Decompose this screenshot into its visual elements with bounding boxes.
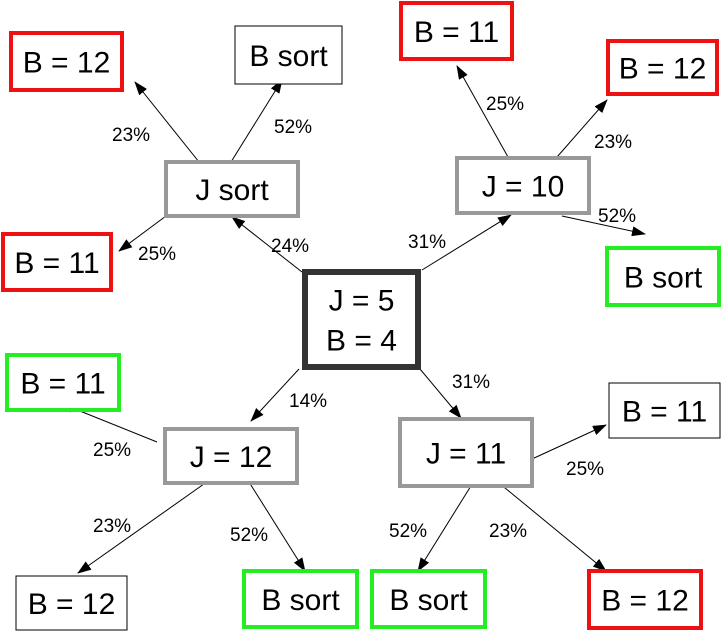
node-box-j10-b12 [606, 39, 719, 96]
edge-label-j12-b11: 25% [93, 440, 131, 461]
edge-arrow-j10-b12 [556, 99, 608, 158]
node-box-j10-bsort [605, 246, 721, 307]
node-j-10: J = 10 [455, 156, 591, 215]
node-box-j-10 [455, 156, 591, 215]
node-j11-b11: B = 11 [608, 382, 721, 439]
edge-label-j10-b12: 23% [594, 132, 632, 153]
node-text-j12-b12-0: B = 12 [28, 588, 116, 621]
node-box-jsort-bsort [234, 25, 343, 85]
node-text-j11-bsort-0: B sort [389, 584, 468, 617]
edge-labels-layer: 24% 31% 14% 31% 23% 52% 25% 25% 23% 52% 25% 23% 52% 2… [93, 94, 636, 546]
node-box-j-11 [398, 417, 534, 488]
node-text-jsort-bsort-0: B sort [249, 40, 328, 73]
node-box-j-sort [164, 160, 300, 218]
node-box-jsort-b12 [9, 31, 124, 92]
edge-label-jsort-b12: 23% [112, 125, 150, 146]
edge-arrow-j12-bsort [248, 481, 306, 572]
node-text-jsort-b12-0: B = 12 [23, 47, 111, 80]
edge-arrow-root-j12 [250, 368, 300, 422]
edge-arrow-root-j10 [421, 214, 512, 271]
node-text-j11-b11-0: B = 11 [622, 396, 707, 429]
node-j-sort: J sort [164, 160, 300, 218]
node-box-j10-b11 [399, 1, 514, 61]
edges-layer [59, 65, 646, 574]
node-box-j-12 [163, 427, 299, 485]
edge-label-root-jsort: 24% [271, 236, 309, 257]
edge-label-j10-b11: 25% [486, 94, 524, 115]
node-text-root-0: J = 5 [329, 285, 395, 318]
edge-label-jsort-bsort: 52% [274, 117, 312, 138]
node-box-root [302, 269, 421, 370]
edge-label-j12-b12: 23% [93, 516, 131, 537]
edge-arrow-root-j11 [419, 368, 462, 419]
edge-label-j11-b11: 25% [566, 459, 604, 480]
edge-label-j11-bsort: 52% [389, 521, 427, 542]
edge-label-j11-b12: 23% [489, 521, 527, 542]
edge-arrow-j11-bsort [417, 480, 475, 572]
node-j12-b12: B = 12 [15, 575, 128, 631]
node-box-j12-b11 [5, 353, 121, 412]
node-text-j-12-0: J = 12 [190, 441, 273, 474]
edge-label-root-j11: 31% [452, 372, 490, 393]
edge-arrow-root-jsort [231, 216, 303, 273]
node-box-j11-bsort [370, 569, 487, 629]
edge-label-j10-bsort: 52% [598, 206, 636, 227]
node-j12-b11: B = 11 [5, 353, 121, 412]
node-j11-b12: B = 12 [587, 569, 703, 630]
node-box-j12-bsort [242, 569, 359, 629]
node-text-j-11-0: J = 11 [426, 438, 506, 471]
node-box-j11-b11 [608, 382, 721, 439]
edge-arrow-jsort-b12 [134, 81, 200, 163]
node-j-11: J = 11 [398, 417, 534, 488]
node-box-jsort-b11 [1, 232, 113, 292]
node-j11-bsort: B sort [370, 569, 487, 629]
edge-arrow-j11-b11 [531, 424, 607, 460]
node-text-j-10-0: J = 10 [482, 171, 565, 204]
node-j10-b11: B = 11 [399, 1, 514, 61]
edge-arrow-j10-b11 [456, 65, 509, 158]
node-jsort-bsort: B sort [234, 25, 343, 85]
node-text-j10-bsort-0: B sort [624, 262, 703, 295]
edge-arrow-j10-bsort [561, 215, 646, 237]
node-text-j10-b11-0: B = 11 [414, 16, 499, 49]
edge-label-root-j10: 31% [408, 232, 446, 253]
node-box-j12-b12 [15, 575, 128, 631]
edge-arrow-jsort-b11 [118, 215, 167, 252]
edge-label-jsort-b11: 25% [138, 244, 176, 265]
edge-label-root-j12: 14% [289, 391, 327, 412]
node-text-j-sort-0: J sort [195, 174, 269, 207]
node-box-j11-b12 [587, 569, 703, 630]
node-j10-bsort: B sort [605, 246, 721, 307]
node-text-j12-b11-0: B = 11 [20, 368, 105, 401]
node-text-j12-bsort-0: B sort [261, 584, 340, 617]
edge-arrow-j11-b12 [498, 482, 607, 572]
edge-arrow-jsort-bsort [230, 79, 283, 163]
node-text-jsort-b11-0: B = 11 [14, 247, 99, 280]
node-text-j11-b12-0: B = 12 [601, 585, 689, 618]
node-j-12: J = 12 [163, 427, 299, 485]
node-text-j10-b12-0: B = 12 [619, 53, 707, 86]
edge-label-j12-bsort: 52% [230, 525, 268, 546]
node-text-root-1: B = 4 [326, 325, 397, 358]
node-jsort-b11: B = 11 [1, 232, 113, 292]
edge-arrow-j12-b12 [77, 478, 212, 574]
node-jsort-b12: B = 12 [9, 31, 124, 92]
node-j10-b12: B = 12 [606, 39, 719, 96]
node-root: J = 5 B = 4 [302, 269, 421, 370]
node-j12-bsort: B sort [242, 569, 359, 629]
